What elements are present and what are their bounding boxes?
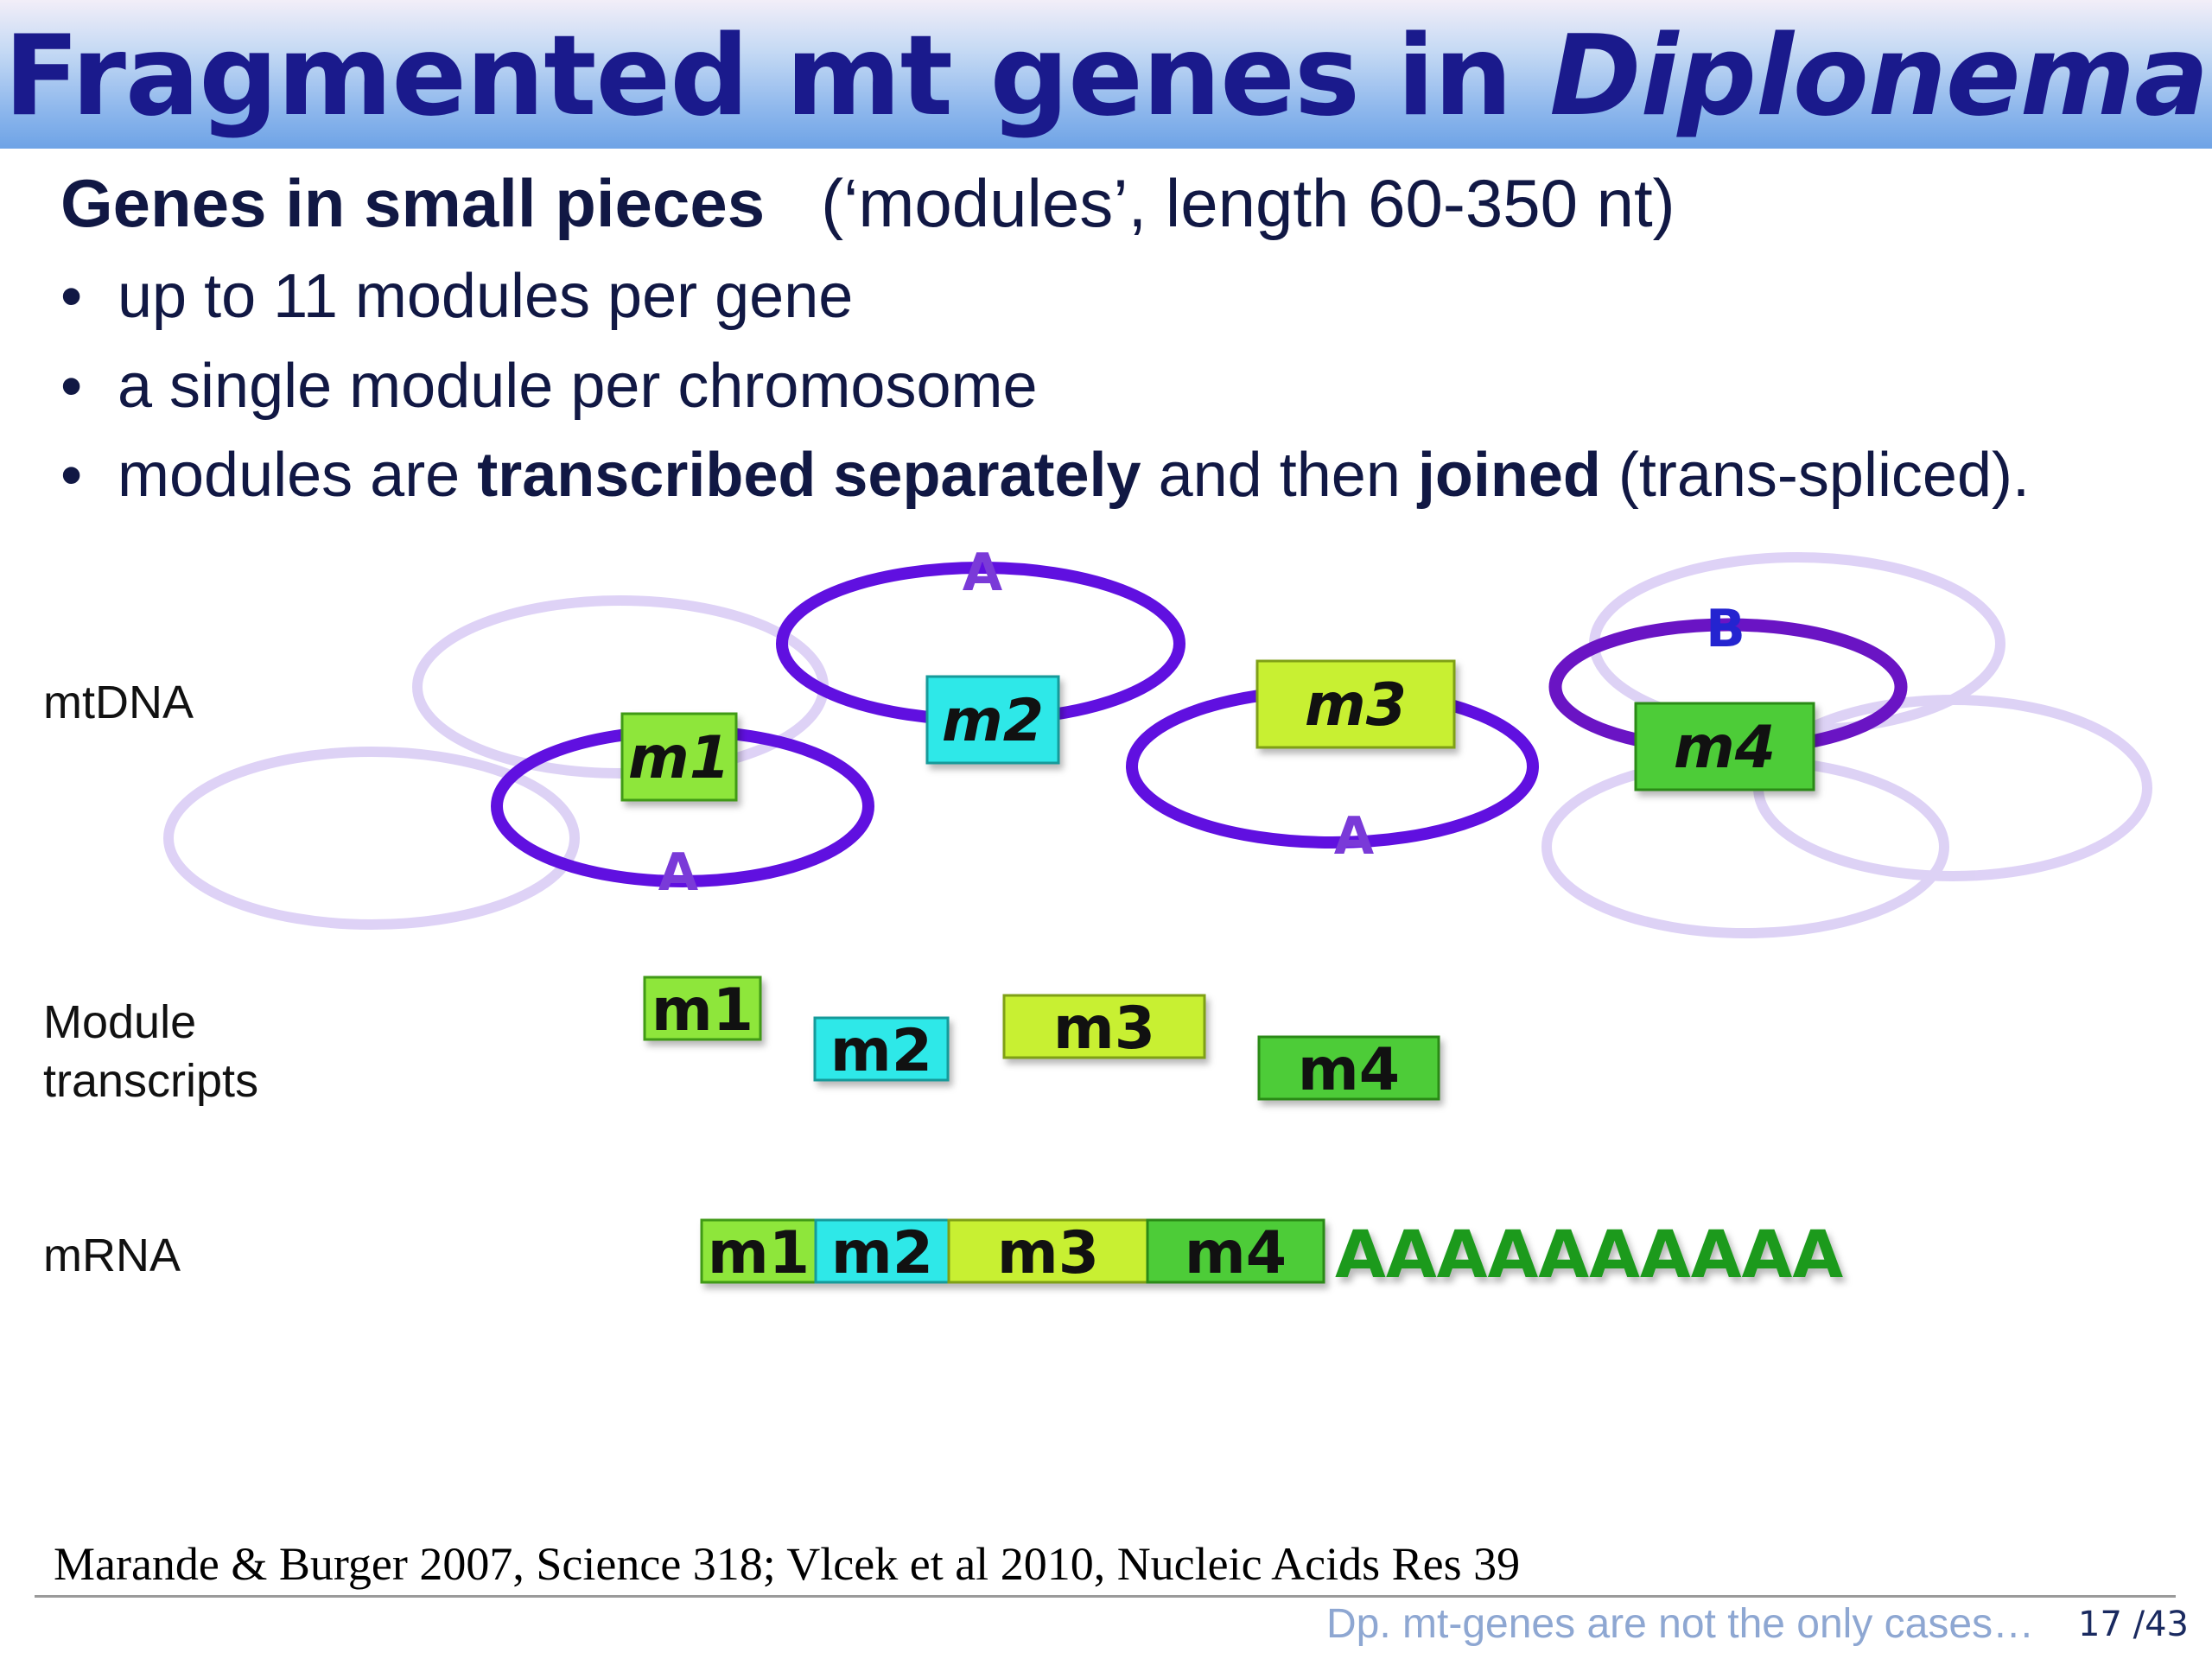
transcript-m4: m4 bbox=[1257, 1035, 1440, 1104]
label-module: Module bbox=[43, 996, 197, 1048]
svg-text:m2: m2 bbox=[830, 1017, 932, 1085]
transcript-m2: m2 bbox=[813, 1016, 950, 1085]
bullet-3: •modules are transcribed separately and … bbox=[60, 441, 2030, 510]
svg-text:m4: m4 bbox=[1674, 714, 1776, 782]
footer-divider bbox=[35, 1595, 2176, 1598]
poly-a-tail: AAAAAAAAAA bbox=[1335, 1216, 1843, 1293]
mtdna-module-m3: m3 bbox=[1255, 659, 1456, 749]
mrna-label-m1: m1 bbox=[708, 1219, 810, 1287]
faint-chromosome-1 bbox=[163, 747, 580, 930]
chromosome-label-a: A bbox=[658, 842, 699, 903]
transcript-m3: m3 bbox=[1002, 994, 1206, 1063]
transcript-m1: m1 bbox=[643, 976, 762, 1045]
slide-title: Fragmented mt genes in Diplonema bbox=[3, 12, 2209, 141]
mrna-label-m2: m2 bbox=[831, 1219, 933, 1287]
label-transcripts: transcripts bbox=[43, 1055, 259, 1107]
mtdna-module-m4: m4 bbox=[1634, 702, 1815, 791]
mtdna-module-m1: m1 bbox=[620, 712, 738, 802]
label-mtdna: mtDNA bbox=[43, 677, 194, 728]
chromosome-label-a: A bbox=[963, 543, 1003, 603]
bullet-2: •a single module per chromosome bbox=[60, 352, 1038, 421]
mrna-segment-m3 bbox=[947, 1218, 1149, 1284]
page-number: 17 /43 bbox=[2078, 1605, 2189, 1644]
svg-text:m2: m2 bbox=[942, 687, 1044, 755]
svg-text:m3: m3 bbox=[1305, 671, 1407, 740]
footer-note: Dp. mt-genes are not the only cases… bbox=[1326, 1601, 2035, 1647]
mrna-label-m3: m3 bbox=[997, 1219, 1099, 1287]
mrna-segment-m4 bbox=[1146, 1218, 1325, 1284]
citation: Marande & Burger 2007, Science 318; Vlce… bbox=[54, 1538, 1521, 1590]
svg-text:m1: m1 bbox=[628, 724, 730, 792]
subtitle: Genes in small pieces (‘modules’, length… bbox=[60, 165, 1675, 241]
mrna-segment-m2 bbox=[814, 1218, 950, 1284]
mrna-label-m4: m4 bbox=[1185, 1219, 1287, 1287]
label-mrna: mRNA bbox=[43, 1230, 181, 1281]
mrna-segment-m1 bbox=[700, 1218, 817, 1284]
faint-chromosome-2 bbox=[412, 595, 829, 779]
mrna-strip: m1 m2 m3 m4 bbox=[700, 1218, 1325, 1287]
svg-text:m1: m1 bbox=[652, 976, 753, 1045]
chromosome-label-b: B bbox=[1706, 599, 1745, 659]
title-band bbox=[0, 0, 2212, 149]
mtdna-module-m2: m2 bbox=[925, 675, 1060, 765]
faint-chromosome-4 bbox=[1753, 695, 2152, 881]
svg-text:m3: m3 bbox=[1053, 995, 1155, 1063]
chromosome-label-a: A bbox=[1334, 806, 1375, 867]
svg-text:m4: m4 bbox=[1298, 1036, 1400, 1104]
bullet-1: •up to 11 modules per gene bbox=[60, 262, 854, 331]
